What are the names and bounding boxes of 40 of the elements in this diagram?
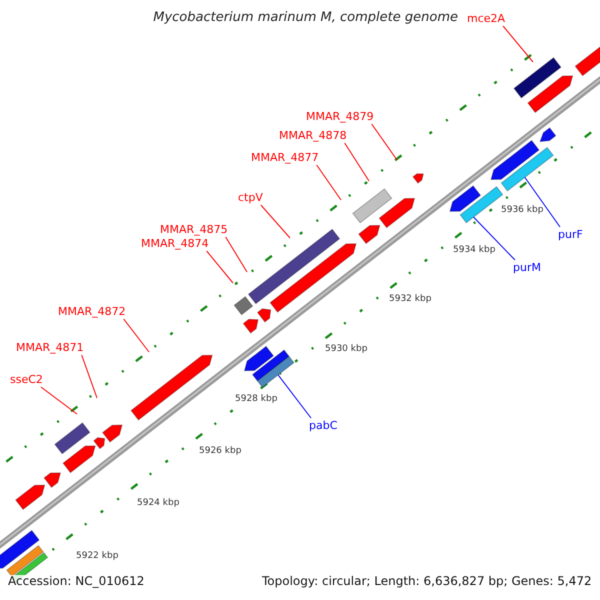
- gene-arrow: [460, 186, 504, 224]
- scale-label: 5928 kbp: [234, 395, 278, 404]
- leader-line: [260, 204, 290, 238]
- leader-line: [123, 318, 150, 352]
- info-text: Accession: NC_010612: [8, 575, 144, 587]
- gene-label: pabC: [309, 420, 338, 431]
- gene-label: MMAR_4874: [141, 238, 209, 249]
- leader-line: [524, 176, 560, 228]
- scale-label: 5924 kbp: [136, 499, 180, 508]
- leader-line: [502, 26, 534, 62]
- gene-label: MMAR_4871: [16, 342, 84, 353]
- gene-label: purM: [513, 262, 541, 273]
- leader-line: [316, 164, 342, 200]
- gene-label: mce2A: [467, 13, 506, 24]
- scale-label: 5934 kbp: [452, 246, 496, 255]
- gene-label: purF: [558, 229, 583, 240]
- leader-line: [278, 374, 312, 418]
- scale-label: 5932 kbp: [388, 295, 432, 304]
- leader-line: [81, 354, 98, 398]
- scale-label: 5930 kbp: [324, 345, 368, 354]
- info-text: Topology: circular; Length: 6,636,827 bp; Genes: 5,472: [262, 575, 592, 587]
- gene-arrow: [256, 356, 295, 388]
- gene-label: MMAR_4872: [58, 306, 126, 317]
- leader-line: [371, 124, 398, 160]
- scale-label: 5926 kbp: [198, 447, 242, 456]
- scale-label: 5936 kbp: [500, 206, 544, 215]
- gene-label: MMAR_4877: [251, 152, 319, 163]
- leader-line: [225, 236, 248, 272]
- gene-label: MMAR_4879: [306, 111, 374, 122]
- gene-arrow: [500, 146, 554, 192]
- gene-label: MMAR_4878: [279, 130, 347, 141]
- title: Mycobacterium marinum M, complete genome: [153, 11, 458, 24]
- leader-line: [473, 216, 516, 260]
- gene-label: sseC2: [10, 374, 43, 385]
- gene-label: MMAR_4875: [160, 224, 228, 235]
- leader-line: [40, 386, 78, 414]
- leader-line: [344, 142, 370, 182]
- leader-line: [206, 250, 234, 284]
- gene-label: ctpV: [238, 192, 263, 203]
- scale-label: 5922 kbp: [75, 552, 120, 561]
